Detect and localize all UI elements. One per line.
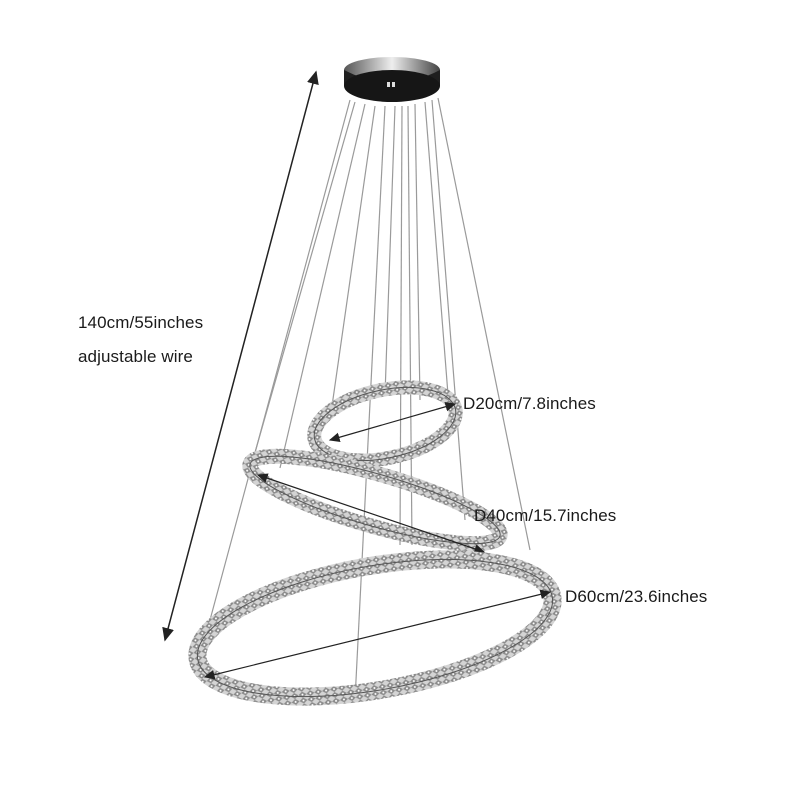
height-dimension-arrow — [162, 70, 319, 642]
wire-label: adjustable wire — [78, 347, 193, 366]
ceiling-canopy — [344, 57, 440, 102]
ring-small-diameter-label: D20cm/7.8inches — [463, 394, 596, 413]
ring-large — [188, 550, 562, 706]
height-label: 140cm/55inches — [78, 313, 204, 332]
ring-medium — [242, 448, 508, 554]
ring-medium-diameter-label: D40cm/15.7inches — [474, 506, 617, 525]
ring-large-diameter-label: D60cm/23.6inches — [565, 587, 708, 606]
ring-small — [307, 380, 463, 468]
